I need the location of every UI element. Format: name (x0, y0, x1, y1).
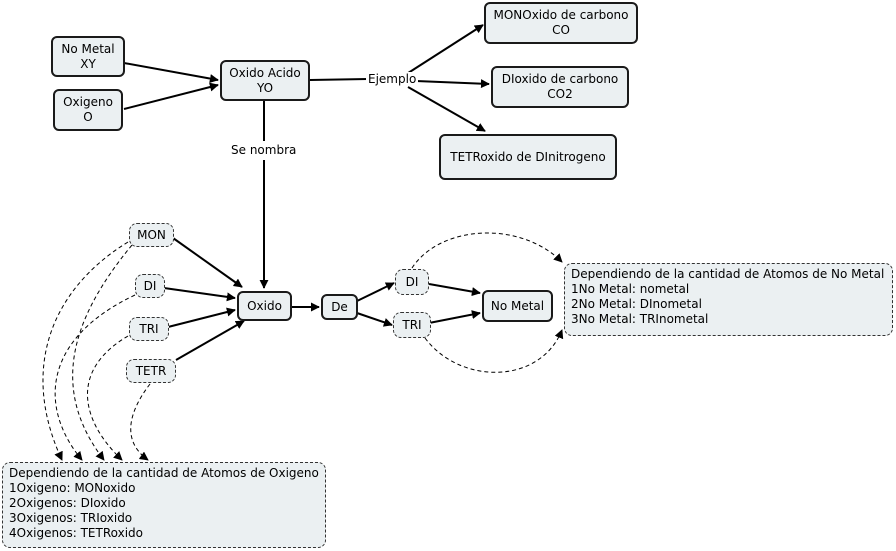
node-prefix-mon-label: MON (137, 227, 166, 242)
node-oxigeno-line-2: O (83, 110, 93, 124)
link-oxigeno-oxidoacido (123, 82, 219, 110)
node-oxido: Oxido (237, 291, 292, 321)
node-dioxido-line-1: DIoxido de carbono (501, 72, 619, 86)
link-label-ejemplo: Ejemplo (366, 72, 419, 86)
node-monoxido-de-carbono: MONOxido de carbono CO (484, 2, 638, 44)
node-prefix-tri-right: TRI (393, 312, 431, 338)
dashed-di-note-oxigeno (54, 294, 136, 461)
note-oxigeno-line-4: 3Oxigenos: TRIoxido (9, 511, 133, 525)
link-oxidoacido-ejemplo (309, 78, 369, 81)
dashed-tri-note-oxigeno (87, 335, 129, 461)
node-prefix-di-left: DI (135, 274, 165, 298)
note-no-metal-line-1: Dependiendo de la cantidad de Atomos de … (571, 267, 885, 281)
note-oxigeno-line-5: 4Oxigenos: TETRoxido (9, 526, 143, 540)
node-prefix-di-right: DI (395, 269, 429, 295)
dashed-mon-note-oxigeno-2 (72, 244, 133, 461)
note-no-metal-line-3: 2No Metal: DInometal (571, 297, 702, 311)
link-di-nometal (428, 283, 481, 297)
node-no-metal: No Metal XY (51, 36, 125, 77)
link-tetr-oxido (175, 320, 245, 361)
link-ejemplo-monoxido (404, 24, 484, 76)
link-tri-nometal (428, 310, 481, 324)
node-oxido-acido: Oxido Acido YO (220, 60, 310, 101)
node-oxigeno: Oxigeno O (53, 89, 123, 131)
node-oxido-acido-line-1: Oxido Acido (229, 65, 301, 80)
link-nometal-oxidoacido (123, 62, 219, 83)
link-label-se-nombra: Se nombra (229, 143, 299, 157)
node-prefix-tetr-label: TETR (135, 363, 167, 378)
node-tetroxido-de-dinitrogeno: TETRoxido de DInitrogeno (439, 134, 617, 180)
node-no-metal-2-label: No Metal (490, 298, 545, 313)
node-no-metal-line-2: XY (80, 56, 96, 71)
link-ejemplo-tetroxido (407, 86, 486, 132)
node-oxido-acido-line-2: YO (256, 80, 274, 95)
link-de-tri (356, 312, 393, 327)
node-oxido-label: Oxido (247, 298, 282, 313)
node-prefix-di-right-label: DI (405, 274, 419, 289)
link-tri-oxido (167, 307, 236, 328)
node-no-metal-line-1: No Metal (61, 41, 115, 56)
node-dioxido-de-carbono: DIoxido de carbono CO2 (491, 66, 629, 108)
node-prefix-tri-left-label: TRI (139, 321, 159, 336)
link-di-oxido (163, 287, 236, 302)
dashed-di-note-nometal (411, 232, 563, 269)
note-oxigeno-line-1: Dependiendo de la cantidad de Atomos de … (9, 466, 319, 480)
dashed-tetr-note-oxigeno (130, 383, 151, 461)
note-oxigeno-line-2: 1Oxigeno: MONoxido (9, 481, 136, 495)
node-prefix-tri-right-label: TRI (402, 317, 422, 332)
node-dioxido-line-2: CO2 (547, 87, 573, 101)
node-monoxido-line-2: CO (552, 23, 570, 37)
node-tetroxido-line-1: TETRoxido de DInitrogeno (450, 149, 606, 164)
link-ejemplo-dioxido (415, 79, 490, 89)
note-no-metal-line-2: 1No Metal: nometal (571, 282, 690, 296)
node-de-label: De (331, 299, 348, 314)
node-prefix-tri-left: TRI (129, 317, 169, 341)
note-oxigeno: Dependiendo de la cantidad de Atomos de … (2, 462, 326, 548)
note-oxigeno-line-3: 2Oxigenos: DIoxido (9, 496, 126, 510)
link-mon-oxido (172, 237, 243, 288)
note-no-metal: Dependiendo de la cantidad de Atomos de … (564, 263, 893, 336)
node-prefix-tetr: TETR (126, 359, 176, 383)
dashed-mon-note-oxigeno-1 (42, 241, 129, 461)
note-no-metal-line-4: 3No Metal: TRInometal (571, 312, 709, 326)
node-prefix-mon: MON (129, 223, 174, 247)
link-de-di (356, 282, 395, 302)
node-oxigeno-line-1: Oxigeno (63, 95, 113, 109)
dashed-tri-note-nometal (424, 329, 564, 373)
node-no-metal-2: No Metal (482, 290, 553, 322)
node-de: De (321, 294, 358, 320)
node-monoxido-line-1: MONOxido de carbono (493, 8, 629, 22)
node-prefix-di-left-label: DI (143, 278, 157, 293)
